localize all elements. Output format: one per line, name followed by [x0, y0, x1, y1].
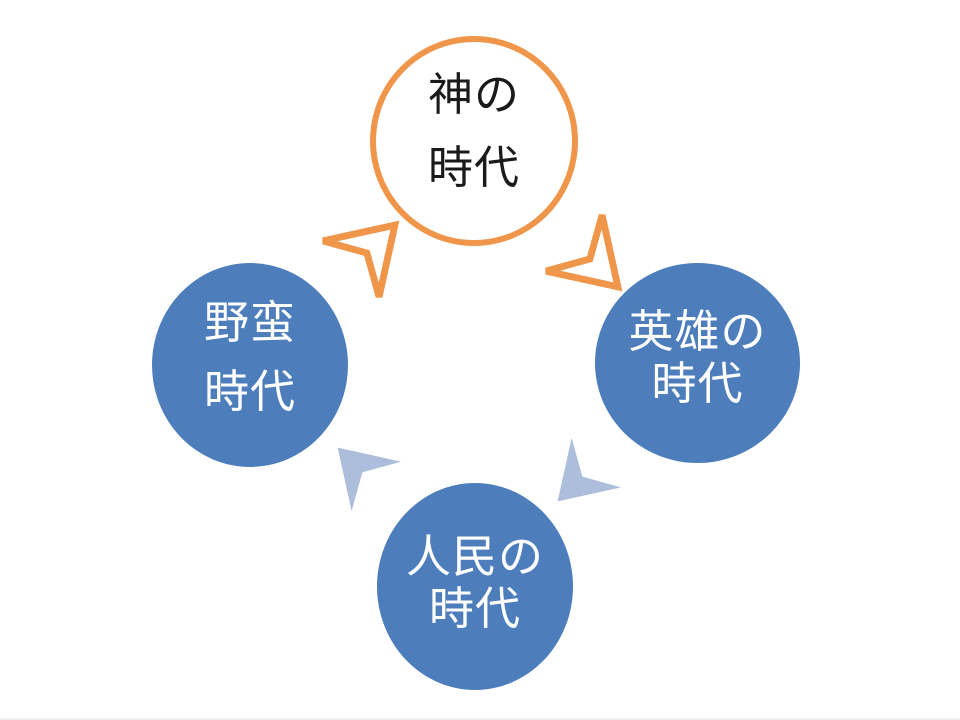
- node-age-of-gods: 神の 時代: [370, 36, 578, 246]
- node-label: 人民の 時代: [406, 531, 544, 635]
- cycle-arrow-gods-to-heroes-icon: [545, 214, 623, 292]
- node-label-line: 野蛮: [203, 298, 296, 348]
- node-age-of-heroes: 英雄の 時代: [595, 263, 800, 463]
- arrowhead-shape: [557, 437, 622, 502]
- node-label-line: 時代: [428, 583, 521, 634]
- node-label: 神の 時代: [428, 59, 520, 205]
- node-age-of-barbarism: 野蛮 時代: [152, 263, 348, 467]
- node-label-line: 人民の: [405, 531, 544, 582]
- cycle-arrow-heroes-to-people-icon: [557, 437, 622, 502]
- node-label-line: 時代: [427, 143, 520, 193]
- arrowhead-shape: [322, 220, 400, 298]
- node-label-line: 時代: [651, 359, 744, 409]
- node-age-of-people: 人民の 時代: [377, 483, 573, 690]
- bottom-edge-line: [0, 718, 960, 720]
- cycle-arrow-barbarism-to-gods-icon: [322, 220, 400, 298]
- node-label: 野蛮 時代: [204, 289, 296, 427]
- node-label: 英雄の 時代: [628, 306, 766, 410]
- cycle-arrow-people-to-barbarism-icon: [337, 447, 402, 512]
- arrowhead-shape: [337, 447, 402, 512]
- node-label-line: 時代: [203, 367, 296, 417]
- arrowhead-shape: [545, 214, 623, 292]
- node-label-line: 英雄の: [628, 307, 767, 357]
- node-label-line: 神の: [427, 70, 520, 120]
